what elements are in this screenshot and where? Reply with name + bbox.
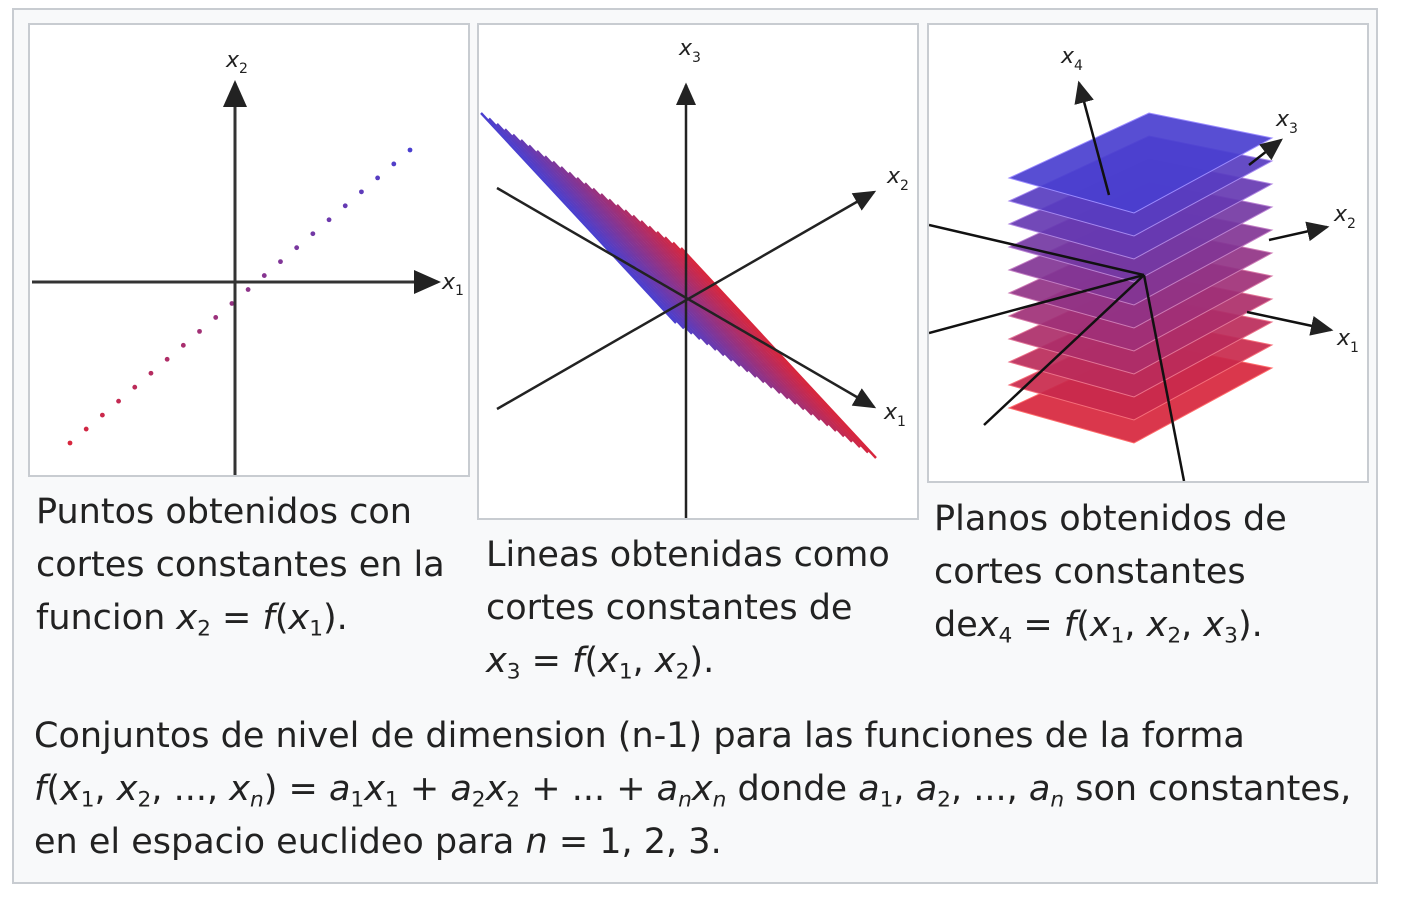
level-line [536, 149, 733, 362]
level-line [520, 139, 717, 351]
level-point [83, 426, 89, 432]
level-point [245, 287, 251, 292]
level-line [648, 225, 845, 438]
level-line [584, 182, 781, 395]
x4-axis-label: x4 [1060, 44, 1083, 74]
x2-axis-label: x2 [1333, 202, 1356, 232]
level-line [608, 198, 805, 411]
level-line [640, 220, 837, 432]
x1-axis-label: x1 [441, 270, 464, 299]
level-lines [480, 112, 877, 459]
level-point [148, 370, 154, 376]
level-point [67, 440, 73, 446]
x1-axis [1246, 310, 1334, 336]
level-line [480, 112, 677, 324]
level-planes [1007, 112, 1274, 444]
level-point [310, 231, 316, 237]
level-line [616, 203, 813, 416]
level-point [99, 412, 105, 418]
x3-axis-label: x3 [678, 36, 701, 66]
caption-lines: Lineas obtenidas como cortes constantes … [486, 535, 890, 685]
level-point [375, 175, 381, 181]
level-point [359, 189, 364, 195]
caption-planes: Planos obtenidos de cortes constantes de… [934, 499, 1287, 649]
level-line [512, 133, 709, 346]
x1-axis-label: x1 [883, 400, 906, 430]
level-line [568, 171, 765, 384]
level-line [528, 144, 725, 357]
axis-line-left-upper [929, 223, 1145, 277]
x2-axis-label: x2 [225, 48, 248, 77]
panel-planes: x4 x3 x2 x1 [927, 23, 1369, 483]
axis-line-down [1142, 274, 1186, 481]
x2-axis [1268, 221, 1330, 242]
level-point [407, 147, 413, 153]
level-line [624, 209, 821, 422]
x4-axis [1074, 80, 1111, 196]
level-line [632, 214, 829, 427]
level-line [680, 247, 877, 459]
level-line [496, 122, 693, 335]
level-line [592, 187, 789, 400]
level-line [504, 128, 701, 341]
level-point [164, 356, 170, 362]
lines-diagram: x3 x2 x1 [480, 36, 909, 518]
panel-points: x1 x2 [28, 23, 470, 477]
level-point [229, 301, 235, 306]
axis-line-left-lower [929, 273, 1145, 335]
x2-axis-label: x2 [886, 164, 909, 194]
level-plane [1007, 112, 1274, 214]
level-point [278, 259, 283, 265]
figure-caption: Conjuntos de nivel de dimension (n-1) pa… [34, 716, 1352, 862]
x3-axis [1248, 138, 1283, 166]
axis-line-bottom [983, 274, 1145, 426]
level-point [391, 161, 397, 167]
level-point [294, 245, 300, 251]
level-line [600, 193, 797, 405]
caption-points: Puntos obtenidos con cortes constantes e… [36, 492, 445, 642]
level-point [342, 203, 348, 209]
level-points [67, 147, 413, 446]
level-line [576, 176, 773, 389]
level-line [488, 117, 685, 330]
level-point [116, 398, 121, 404]
panel-lines: x3 x2 x1 [477, 23, 919, 520]
x3-axis-label: x3 [1275, 107, 1298, 137]
level-point [326, 217, 332, 223]
level-point [197, 328, 202, 334]
level-point [132, 384, 138, 390]
level-line [552, 160, 749, 373]
level-line [560, 166, 757, 378]
points-diagram: x1 x2 [32, 48, 464, 475]
planes-diagram: x4 x3 x2 x1 [929, 44, 1359, 481]
level-point [261, 273, 267, 278]
level-point [213, 315, 219, 320]
level-point [180, 342, 186, 348]
x1-axis-label: x1 [1336, 326, 1359, 356]
figure-frame: x1 x2 x3 x2 x1 x4 x3 x2 [12, 8, 1378, 884]
level-line [544, 155, 741, 368]
